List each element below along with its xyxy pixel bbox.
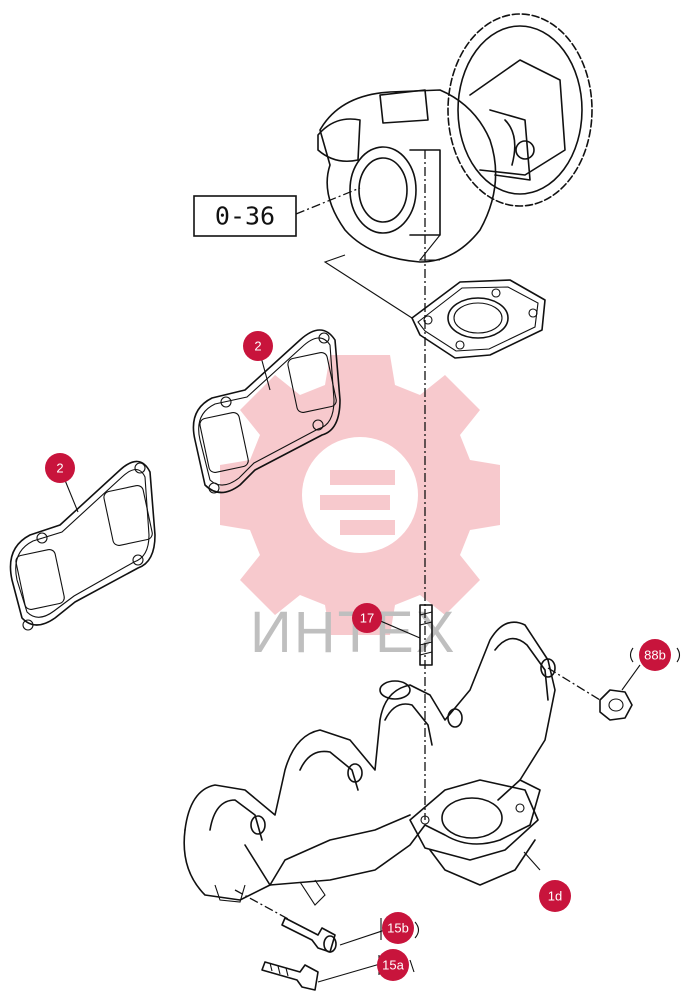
bolt-15a: [261, 961, 319, 991]
callout-17[interactable]: 17: [352, 603, 382, 633]
turbo-gasket: [411, 279, 546, 359]
svg-text:2: 2: [254, 339, 261, 354]
nut-leader-line: [547, 667, 601, 701]
bolt-leader-line: [234, 889, 291, 921]
callout-2-lower[interactable]: 2: [45, 453, 75, 483]
flange-nut: [599, 689, 633, 721]
reference-box-0-36[interactable]: 0-36: [193, 195, 297, 237]
svg-text:0-36: 0-36: [215, 202, 275, 231]
manifold-gasket-lower: [9, 460, 156, 631]
stud: [419, 604, 433, 666]
turbocharger: [317, 13, 593, 263]
callout-15b[interactable]: 15b: [380, 912, 420, 944]
bolt-15b: [281, 917, 337, 953]
svg-text:15b: 15b: [387, 921, 409, 936]
callout-2-upper[interactable]: 2: [243, 331, 273, 361]
svg-text:1d: 1d: [548, 889, 562, 904]
gasket-guide-line: [323, 254, 413, 319]
callout-88b[interactable]: 88b: [629, 639, 681, 671]
callout-1d[interactable]: 1d: [539, 880, 571, 912]
svg-text:15a: 15a: [382, 958, 404, 973]
svg-text:88b: 88b: [644, 648, 666, 663]
exhaust-manifold: [183, 621, 556, 906]
callout-15a[interactable]: 15a: [377, 949, 415, 981]
reference-leader-line: [295, 187, 361, 215]
svg-text:2: 2: [56, 461, 63, 476]
svg-text:17: 17: [360, 611, 374, 626]
manifold-gasket-upper: [192, 329, 341, 494]
watermark-gear-logo: [220, 355, 500, 635]
